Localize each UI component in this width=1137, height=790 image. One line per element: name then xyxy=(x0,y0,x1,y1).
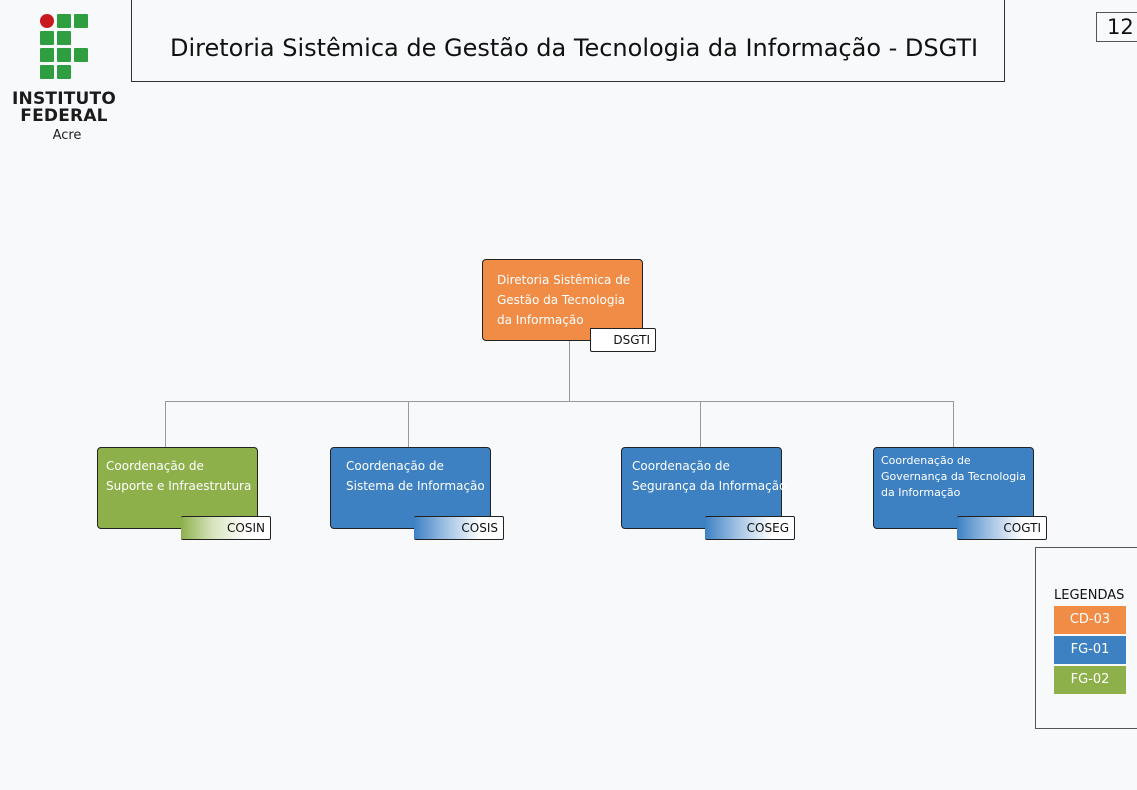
node-name: Coordenação de Suporte e Infraestrutura xyxy=(106,459,252,493)
node-acronym-tag: COSEG xyxy=(705,516,795,540)
node-acronym-tag: COSIN xyxy=(181,516,271,540)
logo-campus: Acre xyxy=(52,128,82,143)
page-title-box: Diretoria Sistêmica de Gestão da Tecnolo… xyxy=(131,0,1005,82)
org-node-cogti: Coordenação de Governança da Tecnologia … xyxy=(873,447,1047,540)
node-name: Coordenação de Sistema de Informação xyxy=(346,459,485,493)
org-node-cosin: Coordenação de Suporte e Infraestrutura … xyxy=(97,447,271,540)
node-name: Diretoria Sistêmica de Gestão da Tecnolo… xyxy=(497,273,631,327)
institute-logo: INSTITUTO FEDERAL Acre xyxy=(12,10,122,150)
node-name: Coordenação de Segurança da Informação xyxy=(632,459,787,493)
legend-item-fg01: FG-01 xyxy=(1054,636,1126,664)
org-node-coseg: Coordenação de Segurança da Informação C… xyxy=(621,447,795,540)
legend-title: LEGENDAS xyxy=(1054,588,1125,603)
legend-item-fg02: FG-02 xyxy=(1054,666,1126,694)
node-name: Coordenação de Governança da Tecnologia … xyxy=(881,454,1026,499)
node-acronym-tag: COSIS xyxy=(414,516,504,540)
page-number: 12 xyxy=(1096,12,1137,42)
legend: LEGENDAS CD-03 FG-01 FG-02 xyxy=(1035,547,1137,729)
logo-name-line2: FEDERAL xyxy=(20,106,108,126)
logo-name-line1: INSTITUTO xyxy=(12,89,116,109)
org-node-dsgti: Diretoria Sistêmica de Gestão da Tecnolo… xyxy=(482,259,656,352)
legend-item-cd03: CD-03 xyxy=(1054,606,1126,634)
node-acronym-tag: COGTI xyxy=(957,516,1047,540)
org-node-cosis: Coordenação de Sistema de Informação COS… xyxy=(330,447,504,540)
page-title: Diretoria Sistêmica de Gestão da Tecnolo… xyxy=(170,34,979,62)
logo-mark-icon xyxy=(40,14,90,79)
node-acronym-tag: DSGTI xyxy=(590,328,656,352)
